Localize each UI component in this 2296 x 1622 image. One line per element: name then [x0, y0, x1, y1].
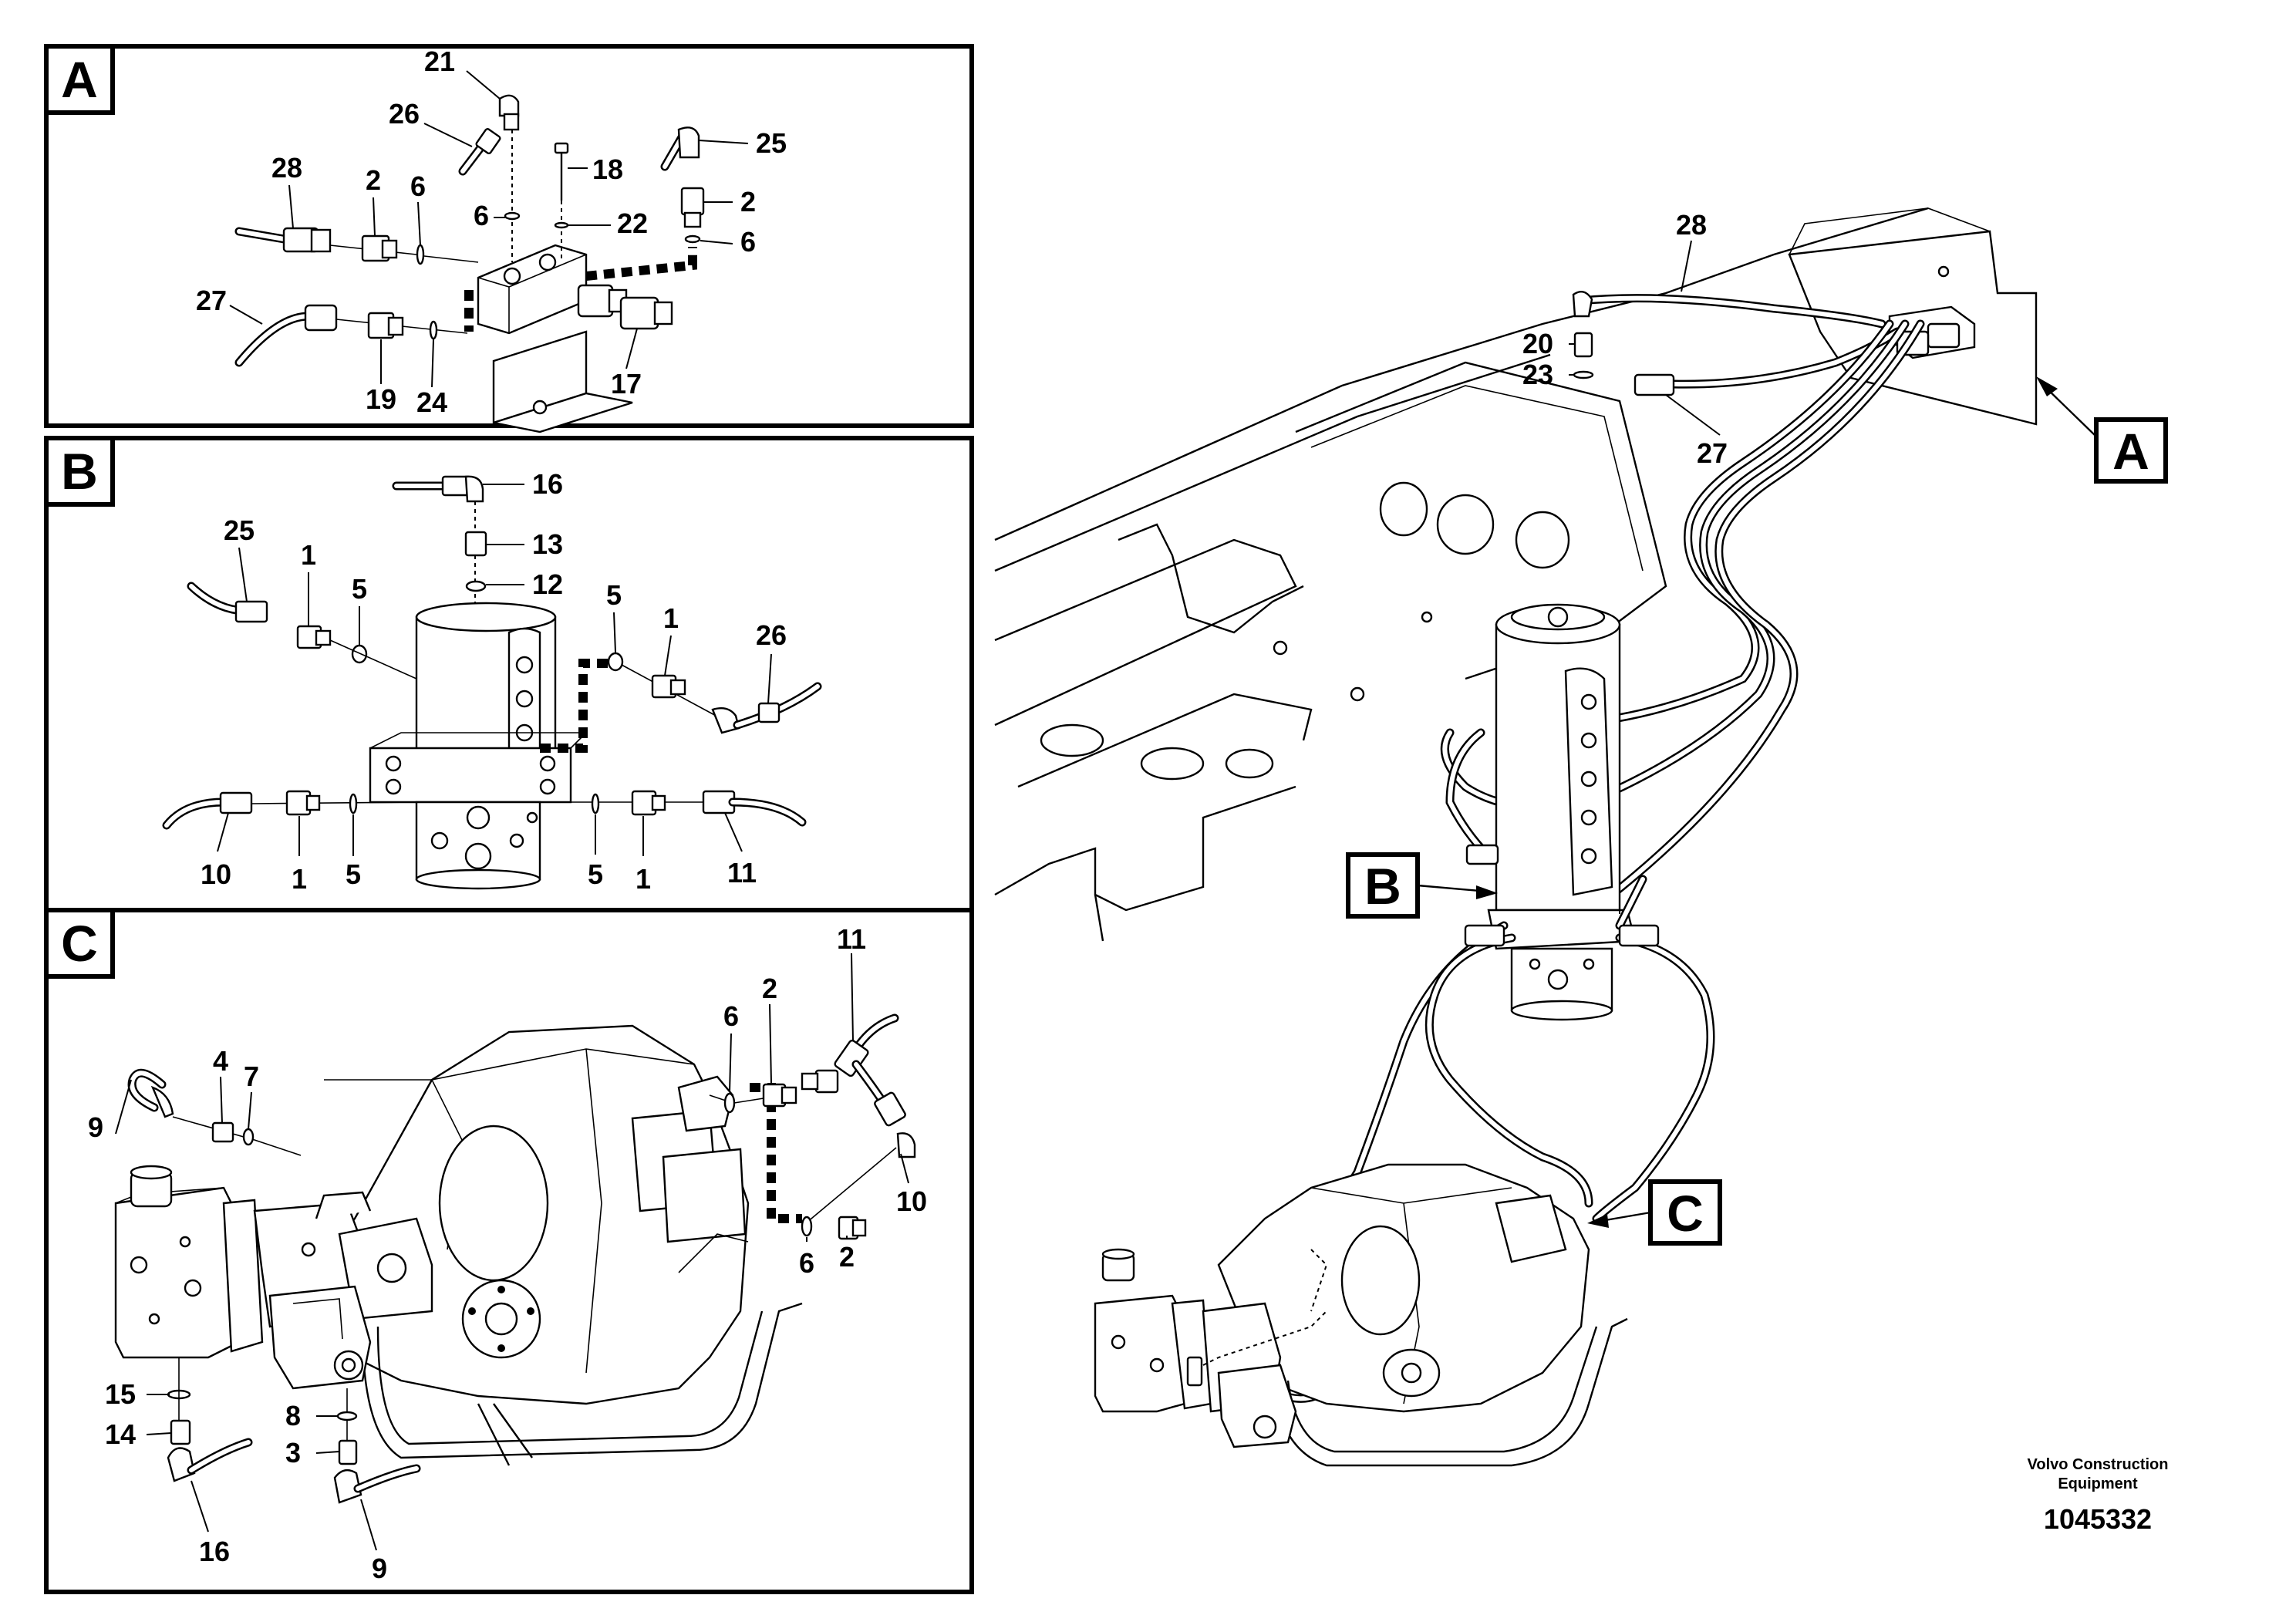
- label-c-2-top: 2: [762, 973, 777, 1004]
- label-b-5-lower-left: 5: [346, 858, 361, 890]
- label-c-16: 16: [199, 1536, 230, 1567]
- panel-c-letter: C: [61, 915, 98, 972]
- label-b-10: 10: [201, 858, 231, 890]
- label-a-24: 24: [416, 386, 447, 418]
- label-overview-27: 27: [1697, 437, 1728, 469]
- label-c-2-bottom: 2: [839, 1241, 855, 1273]
- label-overview-23: 23: [1522, 359, 1553, 390]
- publisher-line-1: Volvo Construction: [2028, 1456, 2169, 1473]
- overview-drawing: [994, 207, 2038, 1467]
- label-c-8: 8: [285, 1400, 301, 1431]
- label-c-9-top: 9: [88, 1111, 103, 1143]
- label-b-16: 16: [532, 468, 563, 500]
- label-a-18: 18: [592, 153, 623, 185]
- label-a-17: 17: [611, 368, 642, 400]
- label-b-1-upper-right: 1: [663, 602, 679, 634]
- label-a-25: 25: [756, 127, 787, 159]
- label-b-1-upper-left: 1: [301, 539, 316, 571]
- panel-a-letter: A: [61, 51, 98, 108]
- panel-c-letter-box: C: [44, 908, 115, 979]
- label-a-28: 28: [271, 152, 302, 184]
- panel-a-drawing: [234, 94, 705, 433]
- panel-a-letter-box: A: [44, 44, 115, 115]
- label-c-4: 4: [213, 1045, 228, 1077]
- panel-c-drawing: [114, 1013, 916, 1504]
- label-c-6-bottom: 6: [799, 1247, 814, 1279]
- label-a-6-mid: 6: [474, 200, 489, 231]
- label-c-3: 3: [285, 1437, 301, 1469]
- label-a-21: 21: [424, 46, 455, 77]
- label-b-1-lower-left: 1: [292, 863, 307, 895]
- label-b-5-upper-right: 5: [606, 579, 622, 611]
- label-b-1-lower-right: 1: [636, 863, 651, 895]
- label-b-11: 11: [727, 857, 757, 889]
- callout-b-letter: B: [1364, 858, 1401, 915]
- label-b-13: 13: [532, 528, 563, 560]
- callout-b: B: [1346, 852, 1498, 919]
- callout-c: C: [1587, 1179, 1722, 1246]
- label-c-14: 14: [105, 1418, 136, 1450]
- document-number: 1045332: [2044, 1503, 2152, 1535]
- callout-c-letter: C: [1667, 1185, 1704, 1242]
- label-c-15: 15: [105, 1378, 136, 1410]
- label-c-9-bottom: 9: [372, 1553, 387, 1584]
- label-overview-28: 28: [1676, 209, 1707, 241]
- label-a-19: 19: [366, 383, 396, 415]
- label-b-5-upper-left: 5: [352, 573, 367, 605]
- label-c-7: 7: [244, 1061, 259, 1092]
- label-b-5-lower-right: 5: [588, 858, 603, 890]
- label-b-12: 12: [532, 568, 563, 600]
- label-a-2: 2: [366, 164, 381, 196]
- label-a-26: 26: [389, 98, 420, 130]
- label-b-26: 26: [756, 619, 787, 651]
- panel-b-drawing: [162, 475, 822, 890]
- callout-a-letter: A: [2112, 423, 2149, 480]
- label-a-2-right: 2: [740, 186, 756, 218]
- label-a-6-left: 6: [410, 170, 426, 202]
- label-c-6-top: 6: [723, 1000, 739, 1032]
- label-c-10: 10: [896, 1185, 927, 1217]
- leader-lines: [115, 70, 1721, 1551]
- panel-b-letter: B: [61, 443, 98, 500]
- label-overview-20: 20: [1522, 328, 1553, 359]
- label-a-6-right: 6: [740, 226, 756, 258]
- publisher-line-2: Equipment: [2058, 1475, 2138, 1492]
- panel-c-frame: [44, 908, 974, 1594]
- label-a-22: 22: [617, 207, 648, 239]
- callout-a: A: [2036, 376, 2168, 484]
- label-b-25: 25: [224, 514, 255, 546]
- label-a-27: 27: [196, 285, 227, 316]
- label-c-11: 11: [837, 923, 866, 955]
- publisher-block: Volvo Construction Equipment 1045332: [2028, 1456, 2169, 1535]
- panel-b-letter-box: B: [44, 436, 115, 507]
